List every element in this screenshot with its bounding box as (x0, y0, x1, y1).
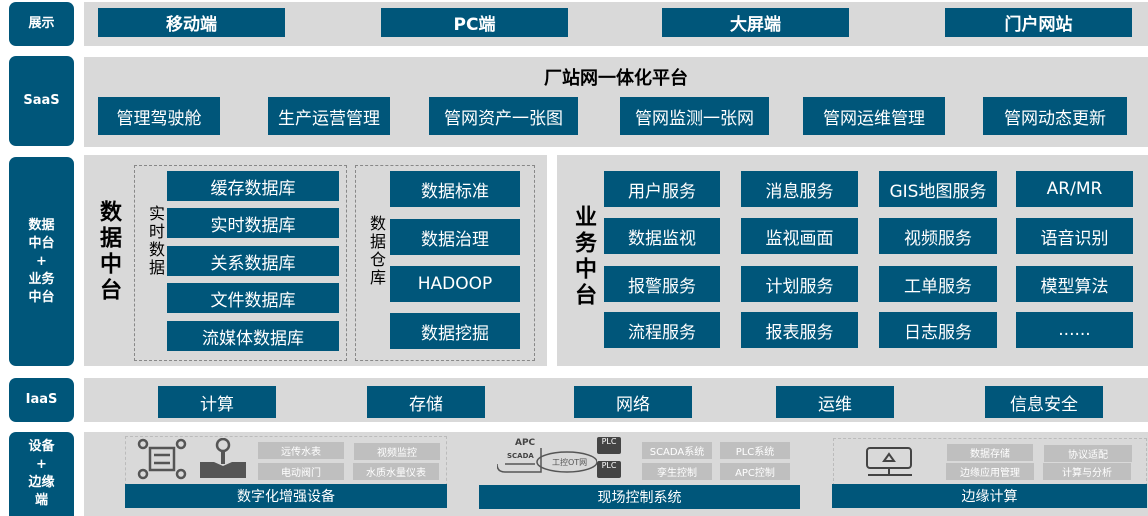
business-service-item[interactable]: ...... (1016, 312, 1133, 348)
device-chip: 电动阀门 (258, 463, 344, 480)
ot-network-diagram (497, 448, 597, 473)
business-service-item[interactable]: 监视画面 (741, 218, 858, 254)
apc-label: APC (515, 438, 536, 448)
business-service-item[interactable]: 工单服务 (879, 266, 997, 302)
scada-label: SCADA (507, 452, 534, 460)
business-service-item[interactable]: 日志服务 (879, 312, 997, 348)
valve-icon (200, 438, 246, 478)
business-service-item[interactable]: 计划服务 (741, 266, 858, 302)
layer-label-iaas: IaaS (9, 378, 74, 422)
iaas-item[interactable]: 网络 (574, 386, 692, 418)
warehouse-item[interactable]: 数据标准 (390, 171, 520, 207)
warehouse-item[interactable]: HADOOP (390, 266, 520, 302)
realtime-label: 实时数据 (146, 205, 165, 277)
device-chip: 协议适配 (1044, 445, 1132, 462)
iaas-item[interactable]: 存储 (367, 386, 485, 418)
iaas-item[interactable]: 信息安全 (985, 386, 1103, 418)
display-bigscreen[interactable]: 大屏端 (662, 8, 849, 37)
saas-panel (84, 57, 1148, 147)
warehouse-group (355, 165, 535, 361)
device-chip: 计算与分析 (1043, 463, 1131, 480)
warehouse-label: 数据仓库 (367, 215, 386, 287)
business-service-item[interactable]: 流程服务 (604, 312, 720, 348)
display-mobile[interactable]: 移动端 (98, 8, 285, 37)
saas-item[interactable]: 管网监测一张网 (620, 97, 769, 135)
display-portal[interactable]: 门户网站 (945, 8, 1132, 37)
db-item[interactable]: 文件数据库 (167, 283, 339, 313)
device-chip: 远传水表 (258, 442, 344, 459)
warehouse-item[interactable]: 数据挖掘 (390, 313, 520, 349)
business-service-item[interactable]: 模型算法 (1016, 266, 1133, 302)
saas-title: 厂站网一体化平台 (544, 68, 688, 89)
business-service-item[interactable]: GIS地图服务 (879, 171, 997, 207)
device-chip: 孪生控制 (642, 463, 712, 480)
device-chip: 视频监控 (354, 443, 440, 460)
data-center-title: 数据中台 (96, 200, 121, 304)
business-service-item[interactable]: 数据监视 (604, 218, 720, 254)
saas-item[interactable]: 管网动态更新 (983, 97, 1127, 135)
db-item[interactable]: 关系数据库 (167, 246, 339, 276)
device-chip: APC控制 (720, 463, 790, 480)
iot-sensor-icon (137, 438, 187, 480)
business-service-item[interactable]: 报警服务 (604, 266, 720, 302)
business-service-item[interactable]: 语音识别 (1016, 218, 1133, 254)
saas-item[interactable]: 管网资产一张图 (429, 97, 578, 135)
device-group-title[interactable]: 现场控制系统 (479, 485, 800, 509)
iaas-item[interactable]: 运维 (776, 386, 894, 418)
plc-icon: PLC (597, 437, 621, 454)
saas-item[interactable]: 管网运维管理 (803, 97, 945, 135)
edge-computer-icon (866, 447, 912, 476)
ot-network-label: 工控OT网 (552, 458, 588, 467)
saas-item[interactable]: 生产运营管理 (268, 97, 390, 135)
device-group-title[interactable]: 数字化增强设备 (125, 484, 447, 508)
warehouse-item[interactable]: 数据治理 (390, 219, 520, 255)
business-service-item[interactable]: 报表服务 (741, 312, 858, 348)
layer-label-saas: SaaS (9, 56, 74, 146)
plc-icon: PLC (597, 461, 621, 478)
business-service-item[interactable]: 视频服务 (879, 218, 997, 254)
device-chip: 边缘应用管理 (946, 463, 1034, 480)
display-pc[interactable]: PC端 (381, 8, 568, 37)
device-chip: 数据存储 (947, 444, 1033, 461)
layer-label-data: 数据 中台 + 业务 中台 (9, 157, 74, 366)
business-service-item[interactable]: 消息服务 (741, 171, 858, 207)
db-item[interactable]: 流媒体数据库 (167, 321, 339, 351)
device-group-title[interactable]: 边缘计算 (832, 484, 1147, 508)
device-chip: SCADA系统 (642, 442, 712, 459)
db-item[interactable]: 实时数据库 (167, 208, 339, 238)
device-chip: 水质水量仪表 (353, 463, 439, 480)
realtime-group (134, 165, 347, 361)
business-center-title: 业务中台 (571, 205, 596, 309)
business-service-item[interactable]: 用户服务 (604, 171, 720, 207)
iaas-item[interactable]: 计算 (158, 386, 276, 418)
db-item[interactable]: 缓存数据库 (167, 171, 339, 201)
layer-label-display: 展示 (9, 2, 74, 46)
layer-label-device: 设备 + 边缘 端 (9, 432, 74, 516)
business-service-item[interactable]: AR/MR (1016, 171, 1133, 207)
saas-item[interactable]: 管理驾驶舱 (98, 97, 220, 135)
device-chip: PLC系统 (720, 442, 790, 459)
